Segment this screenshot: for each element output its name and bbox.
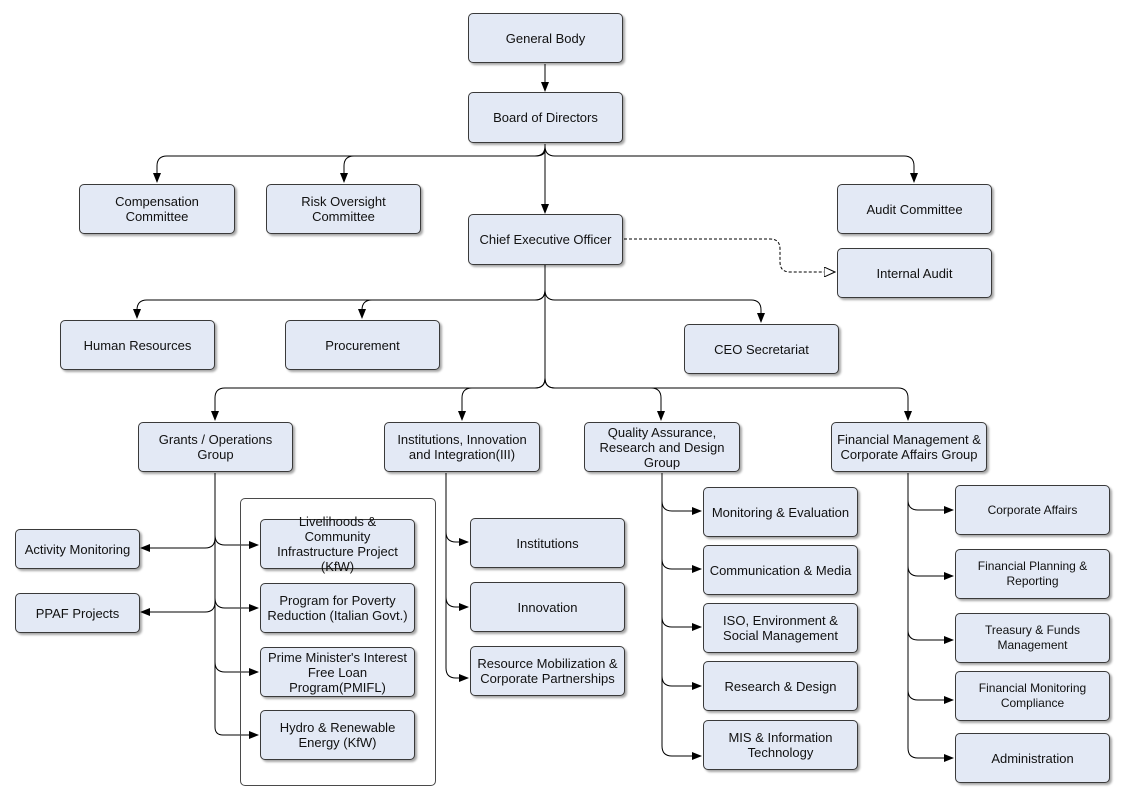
node-corporate-affairs: Corporate Affairs — [955, 485, 1110, 535]
edge-iii-spine — [445, 473, 469, 682]
node-iso-environment-social: ISO, Environment & Social Management — [703, 603, 858, 653]
node-human-resources: Human Resources — [60, 320, 215, 370]
edge-qa-monitoring — [661, 500, 702, 515]
node-pmifl-program: Prime Minister's Interest Free Loan Prog… — [260, 647, 415, 697]
node-communication-media: Communication & Media — [703, 545, 858, 595]
node-procurement: Procurement — [285, 320, 440, 370]
edge-ceo-grants — [211, 377, 546, 421]
node-monitoring-evaluation: Monitoring & Evaluation — [703, 487, 858, 537]
edge-grants-pmifl — [214, 661, 259, 676]
node-internal-audit: Internal Audit — [837, 248, 992, 298]
node-board-of-directors: Board of Directors — [468, 92, 623, 143]
node-financial-management-group: Financial Management & Corporate Affairs… — [831, 422, 987, 472]
edge-iii-innovation — [445, 596, 469, 611]
node-livelihoods-project: Livelihoods & Community Infrastructure P… — [260, 514, 415, 574]
node-general-body: General Body — [468, 13, 623, 63]
edge-grants-activity — [140, 537, 216, 552]
edge-board-compensation — [153, 145, 546, 183]
edge-ceo-internal-audit — [624, 238, 835, 272]
edge-grants-spine — [214, 473, 259, 739]
node-risk-oversight-committee: Risk Oversight Committee — [266, 184, 421, 234]
node-ppaf-projects: PPAF Projects — [15, 593, 140, 633]
node-ceo-secretariat: CEO Secretariat — [684, 324, 839, 374]
edge-qa-research — [661, 675, 702, 690]
node-qa-research-design-group: Quality Assurance, Research and Design G… — [584, 422, 740, 472]
edge-ceo-iii — [458, 377, 546, 421]
node-mis-information-technology: MIS & Information Technology — [703, 720, 858, 770]
edge-board-risk — [340, 149, 546, 183]
node-audit-committee: Audit Committee — [837, 184, 992, 234]
edge-fm-monitoring — [907, 689, 954, 704]
edge-fm-treasury — [907, 629, 954, 644]
node-financial-planning-reporting: Financial Planning & Reporting — [955, 549, 1110, 599]
edge-grants-poverty — [214, 597, 259, 612]
edge-ceo-secretariat — [544, 289, 765, 323]
node-activity-monitoring: Activity Monitoring — [15, 529, 140, 569]
projects-group-frame — [240, 498, 436, 786]
edge-qa-communication — [661, 558, 702, 573]
node-innovation: Innovation — [470, 582, 625, 632]
node-treasury-funds-management: Treasury & Funds Management — [955, 613, 1110, 663]
node-resource-mobilization: Resource Mobilization & Corporate Partne… — [470, 646, 625, 696]
edge-board-audit — [544, 145, 918, 183]
edge-grants-ppaf — [140, 601, 216, 616]
edge-ceo-procurement — [358, 289, 546, 319]
edge-fm-spine — [907, 473, 954, 762]
edge-qa-spine — [661, 473, 702, 760]
node-financial-monitoring-compliance: Financial Monitoring Compliance — [955, 671, 1110, 721]
node-compensation-committee: Compensation Committee — [79, 184, 235, 234]
edge-ceo-qa — [544, 377, 665, 421]
node-research-design: Research & Design — [703, 661, 858, 711]
node-institutions: Institutions — [470, 518, 625, 568]
edge-iii-institutions — [445, 531, 469, 546]
node-hydro-renewable-energy: Hydro & Renewable Energy (KfW) — [260, 710, 415, 760]
edge-grants-livelihoods — [214, 534, 259, 549]
edge-qa-iso — [661, 616, 702, 631]
node-administration: Administration — [955, 733, 1110, 783]
edge-fm-corporate — [907, 499, 954, 514]
edge-ceo-hr — [133, 289, 546, 319]
node-grants-operations-group: Grants / Operations Group — [138, 422, 293, 472]
edge-ceo-fm — [544, 377, 912, 421]
edge-fm-planning — [907, 565, 954, 580]
node-chief-executive-officer: Chief Executive Officer — [468, 214, 623, 265]
node-iii-group: Institutions, Innovation and Integration… — [384, 422, 540, 472]
node-poverty-reduction-program: Program for Poverty Reduction (Italian G… — [260, 583, 415, 633]
